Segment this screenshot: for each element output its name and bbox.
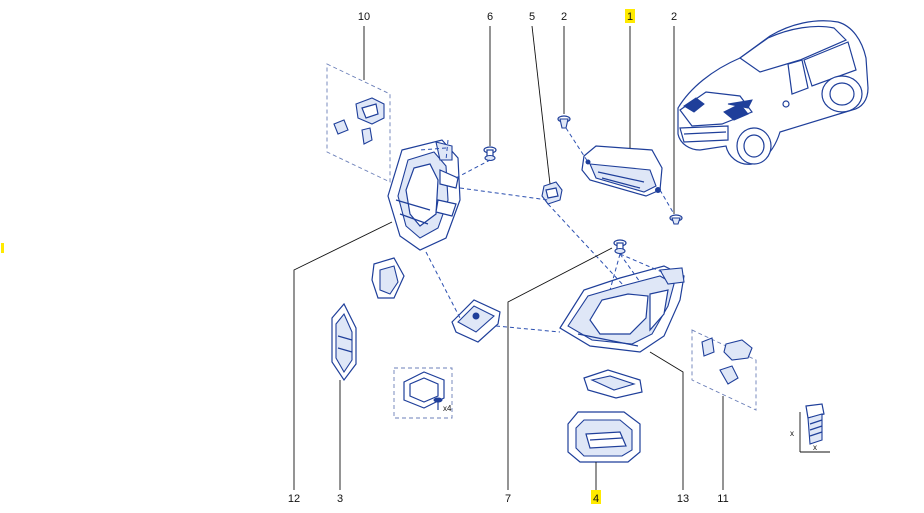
callout-11: 11 <box>717 493 728 505</box>
part-connector-block <box>371 257 405 299</box>
callout-4: 4 <box>593 493 599 505</box>
gasket-kit <box>403 371 445 410</box>
part-1-module <box>581 145 663 197</box>
callout-1: 1 <box>627 11 633 23</box>
part-13-headlight-right <box>559 265 685 353</box>
callout-highlight-4 <box>591 490 601 504</box>
part-6-bolt <box>483 146 497 162</box>
quantity-label: x4 <box>443 404 452 413</box>
highlight-mark <box>1 243 4 253</box>
gasket-kit-frame <box>393 367 453 419</box>
callout-13: 13 <box>677 493 689 505</box>
part-12-headlight-left <box>387 139 461 251</box>
callout-7: 7 <box>505 493 511 505</box>
callout-2-right: 2 <box>671 11 677 23</box>
callout-highlight-1 <box>625 9 635 23</box>
control-unit <box>451 299 501 343</box>
screw-dimension-inset <box>799 403 830 453</box>
callout-12: 12 <box>288 493 300 505</box>
part-2-clip-bottom <box>669 214 683 225</box>
part-4-lamp <box>567 411 641 463</box>
callout-6: 6 <box>487 11 493 23</box>
assembly-lines <box>419 127 675 333</box>
callout-3: 3 <box>337 493 343 505</box>
group-frame-11 <box>691 329 757 411</box>
part-2-clip-top <box>557 115 571 129</box>
leader-lines <box>293 25 724 490</box>
part-bracket-small <box>583 369 643 399</box>
callout-2-left: 2 <box>561 11 567 23</box>
screw-icon <box>433 397 443 410</box>
callout-5: 5 <box>529 11 535 23</box>
dimension-label-vertical: x <box>790 429 794 438</box>
dimension-label-horizontal: x <box>813 443 817 452</box>
part-3-lamp <box>331 302 357 382</box>
part-7-bolt <box>613 239 627 255</box>
group-frame-10 <box>326 63 391 183</box>
part-10-brackets <box>333 97 385 145</box>
vehicle-illustration <box>677 20 869 165</box>
part-11-brackets <box>701 337 753 385</box>
part-5-connector <box>541 181 563 205</box>
callout-10: 10 <box>358 11 370 23</box>
